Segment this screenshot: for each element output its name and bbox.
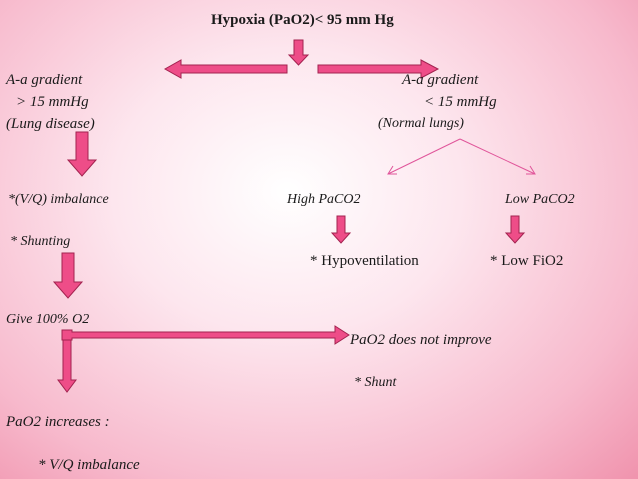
low-paco2: Low PaCO2 [505,192,575,207]
thin-arrowhead-right [526,165,536,175]
right-gradient-value: < 15 mmHg [424,94,497,110]
down-arrow-lung [66,131,98,177]
right-arrow-gradient [317,59,440,79]
result-increases: PaO2 increases : [6,414,110,430]
result-vq-imbalance: * V/Q imbalance [38,457,140,473]
result-no-improve: PaO2 does not improve [350,332,492,348]
down-arrow-increase [57,339,77,393]
down-arrow-low [504,215,526,244]
down-arrow-high [330,215,352,244]
down-arrow-shunting [52,252,84,299]
right-arrow-no-improve [61,325,350,345]
left-gradient-label: A-a gradient [6,72,83,88]
left-gradient-note: (Lung disease) [6,116,95,132]
left-arrow-gradient [163,59,288,79]
title: Hypoxia (PaO2)< 95 mm Hg [211,12,394,28]
down-arrow-title [287,39,310,66]
result-shunt: * Shunt [354,375,397,390]
action-give-o2: Give 100% O2 [6,312,90,327]
high-paco2: High PaCO2 [287,192,361,207]
cause-vq-imbalance: *(V/Q) imbalance [8,192,109,207]
dx-low-fio2: * Low FiO2 [490,253,564,269]
thin-line-right [459,138,536,175]
right-gradient-note: (Normal lungs) [378,116,464,131]
dx-hypoventilation: * Hypoventilation [310,253,419,269]
left-gradient-value: > 15 mmHg [16,94,89,110]
thin-arrowhead-left [387,165,397,175]
right-gradient-label: A-a gradient [402,72,479,88]
thin-line-left [387,138,461,175]
cause-shunting: * Shunting [10,234,71,249]
